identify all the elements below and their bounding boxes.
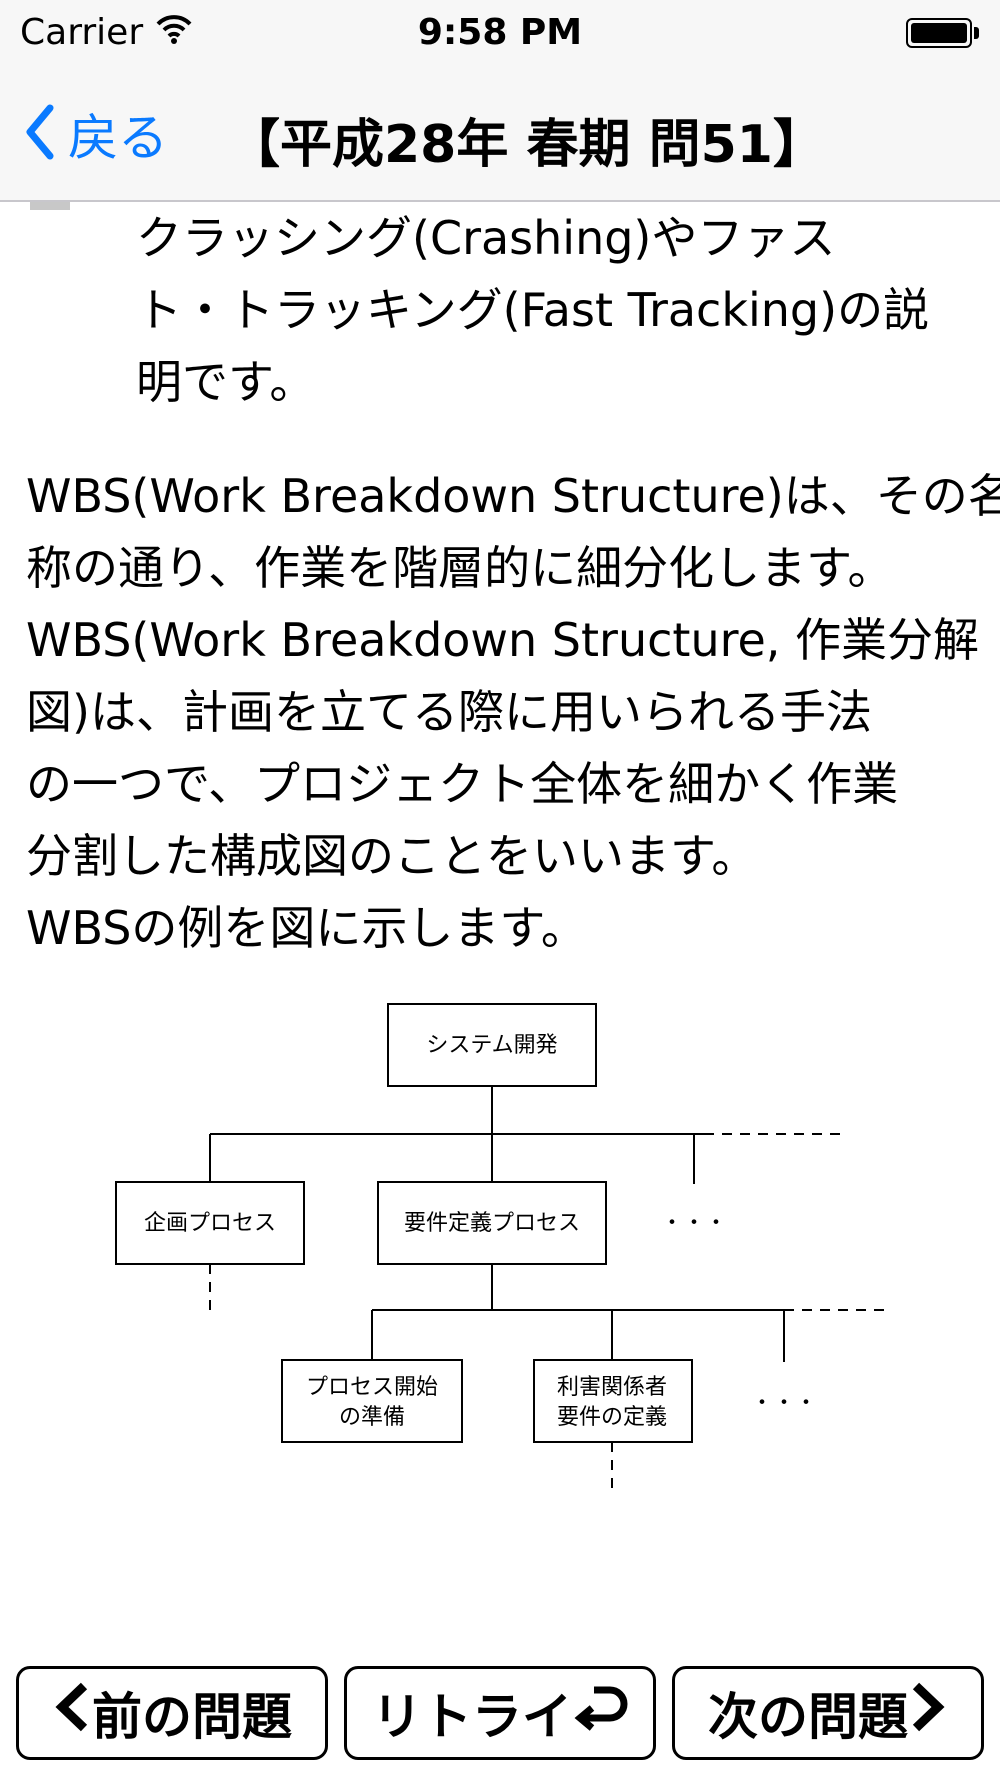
- next-question-label: 次の問題: [708, 1688, 908, 1746]
- level1-more: ・・・: [661, 1211, 727, 1236]
- root-label: システム開発: [426, 1033, 557, 1058]
- prev-question-button[interactable]: 前の問題: [16, 1666, 328, 1760]
- chevron-left-icon: [52, 1682, 92, 1744]
- level1-label: 要件定義プロセス: [404, 1211, 580, 1236]
- paragraph-line: の一つで、プロジェクト全体を細かく作業: [26, 757, 899, 811]
- navigation-bar: 戻る 【平成28年 春期 問51】: [0, 66, 1000, 202]
- explanation-content[interactable]: クラッシング(Crashing)やファス ト・トラッキング(Fast Track…: [0, 202, 1000, 1642]
- page-title: 【平成28年 春期 問51】: [228, 115, 825, 175]
- indented-line: 明です。: [136, 355, 316, 409]
- level2-label: 要件の定義: [557, 1405, 667, 1430]
- wbs-diagram: システム開発 企画プロセス 要件定義プロセス ・・・ プロセス開始 の準備 利害…: [115, 1003, 884, 1494]
- chevron-left-icon: [24, 104, 54, 164]
- battery-cap: [974, 27, 979, 39]
- level2-box: [281, 1359, 463, 1443]
- paragraph-line: 図)は、計画を立てる際に用いられる手法: [26, 685, 872, 739]
- chevron-right-icon: [908, 1682, 948, 1744]
- wifi-icon: [156, 14, 192, 48]
- paragraph-line: 称の通り、作業を階層的に細分化します。: [26, 541, 894, 595]
- carrier-label: Carrier: [20, 12, 144, 53]
- level2-more: ・・・: [751, 1391, 817, 1416]
- next-question-button[interactable]: 次の問題: [672, 1666, 984, 1760]
- partial-icon: [30, 202, 70, 210]
- indented-line: クラッシング(Crashing)やファス: [136, 211, 836, 265]
- battery-icon: [906, 18, 972, 48]
- paragraph-line: WBS(Work Breakdown Structure)は、その名: [26, 469, 1000, 523]
- wbs-explanation: WBS(Work Breakdown Structure)は、その名 称の通り、…: [26, 460, 1000, 964]
- level1-label: 企画プロセス: [144, 1211, 276, 1236]
- level2-label: プロセス開始: [306, 1375, 438, 1400]
- retry-label: リトライ: [372, 1688, 572, 1746]
- indented-line: ト・トラッキング(Fast Tracking)の説: [136, 283, 930, 337]
- paragraph-line: WBSの例を図に示します。: [26, 901, 587, 955]
- back-button[interactable]: 戻る: [24, 98, 168, 170]
- return-arrow-icon: [572, 1682, 628, 1744]
- status-bar: Carrier 9:58 PM: [0, 0, 1000, 66]
- level2-label: の準備: [339, 1405, 405, 1430]
- paragraph-line: WBS(Work Breakdown Structure, 作業分解: [26, 613, 980, 667]
- prev-question-label: 前の問題: [92, 1688, 292, 1746]
- status-time: 9:58 PM: [417, 12, 583, 53]
- paragraph-line: 分割した構成図のことをいいます。: [26, 829, 758, 883]
- indented-explanation: クラッシング(Crashing)やファス ト・トラッキング(Fast Track…: [136, 202, 976, 418]
- back-button-label: 戻る: [68, 109, 168, 167]
- retry-button[interactable]: リトライ: [344, 1666, 656, 1760]
- level2-label: 利害関係者: [557, 1375, 667, 1400]
